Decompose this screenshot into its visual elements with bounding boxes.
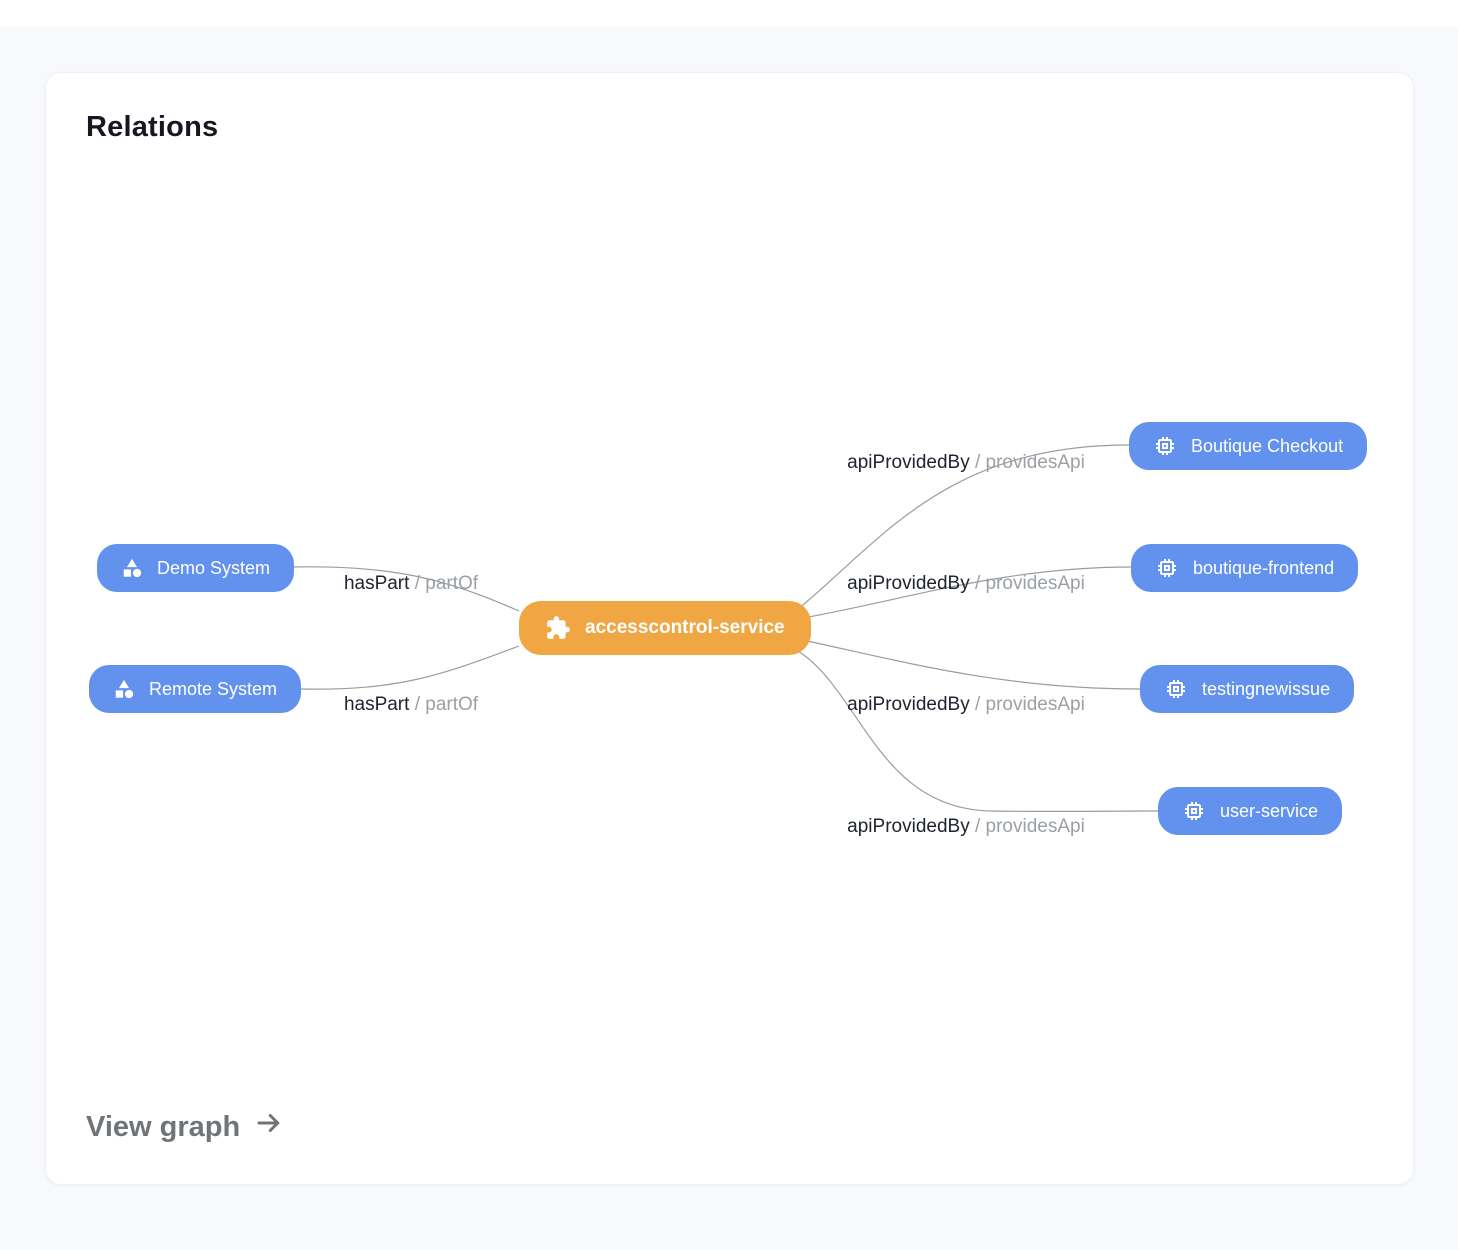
chip-memory-icon: [1153, 434, 1177, 458]
node-testingnewissue[interactable]: testingnewissue: [1140, 665, 1355, 713]
node-accesscontrol-service[interactable]: accesscontrol-service: [519, 601, 811, 655]
card-title: Relations: [86, 111, 219, 143]
node-label: accesscontrol-service: [585, 617, 785, 638]
edge-line: [300, 645, 520, 690]
view-graph-link[interactable]: View graph: [86, 1108, 284, 1146]
edge-label-api-testingnewissue: apiProvidedBy / providesApi: [847, 694, 1085, 715]
node-label: Demo System: [157, 557, 271, 578]
edge-label-api-user-service: apiProvidedBy / providesApi: [847, 816, 1085, 837]
node-label: testingnewissue: [1202, 678, 1331, 699]
node-demo-system[interactable]: Demo System: [97, 544, 295, 592]
edge-line: [797, 638, 1141, 690]
chip-memory-icon: [1155, 556, 1179, 580]
category-shapes-icon: [113, 678, 135, 700]
puzzle-extension-icon: [545, 615, 571, 641]
node-remote-system[interactable]: Remote System: [89, 665, 302, 713]
node-label: Boutique Checkout: [1191, 435, 1344, 456]
edge-line: [291, 566, 520, 612]
edge-label-haspart-demo: hasPart / partOf: [343, 573, 479, 594]
chip-memory-icon: [1164, 677, 1188, 701]
arrow-right-icon: [254, 1108, 284, 1146]
relations-diagram: Demo System Remote System accesscontrol-…: [46, 73, 1413, 1184]
node-label: user-service: [1220, 800, 1319, 821]
edge-label-api-boutique-frontend: apiProvidedBy / providesApi: [847, 573, 1085, 594]
edge-label-haspart-remote: hasPart / partOf: [343, 694, 479, 715]
node-boutique-checkout[interactable]: Boutique Checkout: [1129, 422, 1368, 470]
node-label: Remote System: [149, 678, 278, 699]
category-shapes-icon: [121, 557, 143, 579]
edge-line: [797, 444, 1130, 610]
node-label: boutique-frontend: [1193, 557, 1335, 578]
edge-line: [797, 566, 1132, 620]
node-boutique-frontend[interactable]: boutique-frontend: [1131, 544, 1359, 592]
view-graph-label: View graph: [86, 1110, 241, 1143]
edge-label-api-boutique-checkout: apiProvidedBy / providesApi: [847, 452, 1085, 473]
relations-card: Relations Demo System Remote System: [45, 72, 1414, 1185]
chip-memory-icon: [1182, 799, 1206, 823]
edge-line: [797, 650, 1159, 813]
node-user-service[interactable]: user-service: [1158, 787, 1343, 835]
edges-layer: [291, 444, 1159, 813]
